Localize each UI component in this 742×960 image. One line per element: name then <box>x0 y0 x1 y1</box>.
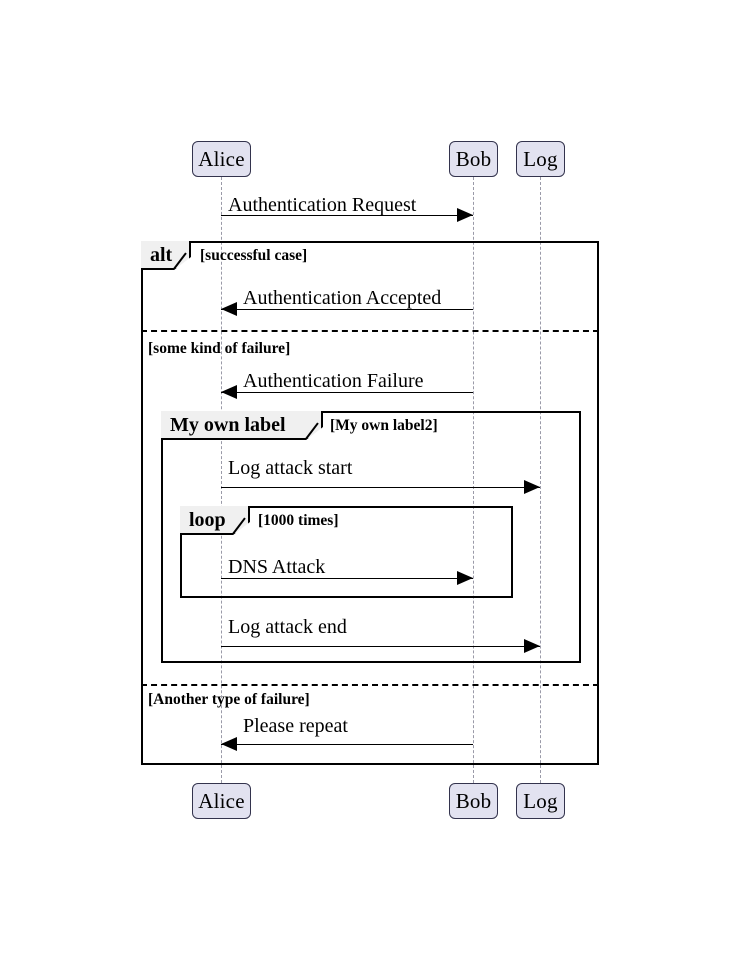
message-line-log-attack-end <box>221 646 540 647</box>
fragment-operator-label: loop <box>189 508 226 531</box>
arrow-head-right-icon <box>457 208 473 222</box>
participant-log-head[interactable]: Log <box>516 141 565 177</box>
arrow-head-left-icon <box>221 385 237 399</box>
lifeline-log <box>540 177 541 783</box>
message-line-please-repeat <box>221 744 473 745</box>
participant-bob-foot[interactable]: Bob <box>449 783 498 819</box>
fragment-operator-label: alt <box>150 243 173 266</box>
fragment-alt-guard-3: [Another type of failure] <box>148 691 310 708</box>
fragment-operator-label: My own label <box>170 413 286 436</box>
message-line-authentication-accepted <box>221 309 473 310</box>
fragment-alt[interactable] <box>141 241 599 765</box>
message-label-dns-attack: DNS Attack <box>228 556 326 578</box>
arrow-head-left-icon <box>221 737 237 751</box>
message-line-authentication-request <box>221 215 473 216</box>
lifeline-bob <box>473 177 474 783</box>
fragment-alt-guard-2: [some kind of failure] <box>148 340 291 357</box>
message-line-log-attack-start <box>221 487 540 488</box>
message-line-authentication-failure <box>221 392 473 393</box>
operand-divider-2 <box>141 684 599 686</box>
fragment-loop-guard: [1000 times] <box>258 512 339 529</box>
fragment-my-own-label-guard: [My own label2] <box>330 417 438 434</box>
arrow-head-right-icon <box>457 571 473 585</box>
message-label-authentication-request: Authentication Request <box>228 194 417 216</box>
participant-bob-head[interactable]: Bob <box>449 141 498 177</box>
arrow-head-left-icon <box>221 302 237 316</box>
participant-log-foot[interactable]: Log <box>516 783 565 819</box>
fragment-loop[interactable] <box>180 506 513 598</box>
arrow-head-right-icon <box>524 480 540 494</box>
operand-divider-1 <box>141 330 599 332</box>
message-label-log-attack-start: Log attack start <box>228 457 353 479</box>
participant-label: Alice <box>198 146 245 171</box>
fragment-my-own-label[interactable] <box>161 411 581 663</box>
message-line-dns-attack <box>221 578 473 579</box>
message-label-please-repeat: Please repeat <box>243 715 348 737</box>
participant-label: Bob <box>455 788 492 813</box>
participant-label: Bob <box>455 146 492 171</box>
participant-alice-foot[interactable]: Alice <box>192 783 251 819</box>
message-label-authentication-accepted: Authentication Accepted <box>243 287 442 309</box>
lifeline-alice <box>221 177 222 783</box>
fragment-my-own-label-operator-tab: My own label <box>161 411 323 440</box>
participant-alice-head[interactable]: Alice <box>192 141 251 177</box>
fragment-alt-guard-1: [successful case] <box>200 247 308 264</box>
participant-label: Log <box>523 788 558 813</box>
participant-label: Alice <box>198 788 245 813</box>
message-label-authentication-failure: Authentication Failure <box>243 370 424 392</box>
participant-label: Log <box>523 146 558 171</box>
message-label-log-attack-end: Log attack end <box>228 616 347 638</box>
arrow-head-right-icon <box>524 639 540 653</box>
